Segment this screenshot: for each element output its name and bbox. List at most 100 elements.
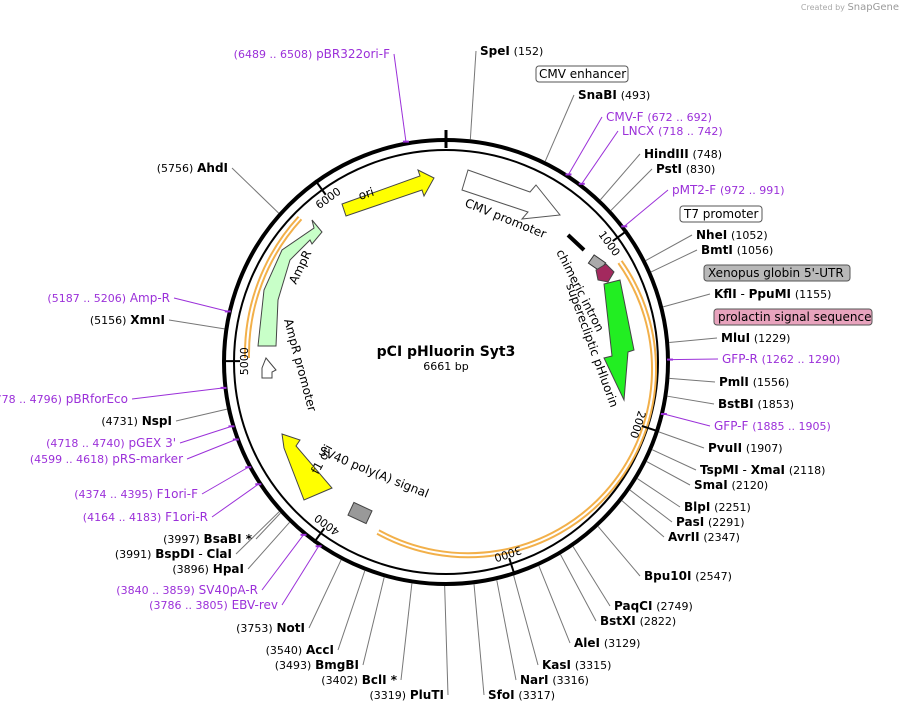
site-left-17[interactable]: (3493) BmgBI [275,658,359,672]
site-name: KflI [714,287,737,301]
site-left-16[interactable]: (3540) AccI [266,643,334,657]
svg-text:NarI (3316): NarI (3316) [520,673,589,687]
site-position: (3991) [115,548,152,561]
site-position: (2251) [714,501,751,514]
site-position: (5756) [157,162,194,175]
site-left-1[interactable]: (5756) AhdI [157,161,228,175]
svg-text:(3840 .. 3859) SV40pA-R: (3840 .. 3859) SV40pA-R [116,583,258,597]
site-right-18[interactable]: BlpI (2251) [684,500,751,514]
site-name: F1ori-R [165,510,208,524]
site-name: CMV-F [606,110,644,124]
primer-left-9[interactable]: (4164 .. 4183) F1ori-R [83,510,208,524]
site-position: (4599 .. 4618) [30,453,109,466]
site-right-4[interactable]: HindIII (748) [644,147,722,161]
primer-left-8[interactable]: (4374 .. 4395) F1ori-F [74,487,198,501]
site-position: (1907) [746,442,783,455]
site-right-27[interactable]: SfoI (3317) [488,688,555,702]
site-right-8[interactable]: BmtI (1056) [701,243,773,257]
site-left-10[interactable]: (3997) BsaBI * [163,532,253,546]
site-name: pRS-marker [112,452,183,466]
primer-left-4[interactable]: (4778 .. 4796) pBRforEco [0,392,128,406]
leader-line [201,466,249,495]
leader-line [650,249,698,273]
site-position: (3317) [518,689,555,702]
site-right-0[interactable]: SpeI (152) [480,44,543,58]
tick-label: 5000 [238,347,251,375]
tick-label: 6000 [313,185,343,212]
site-right-10[interactable]: MluI (1229) [721,331,790,345]
site-right-26[interactable]: NarI (3316) [520,673,589,687]
leader-line [621,500,665,538]
site-right-7[interactable]: NheI (1052) [696,228,768,242]
site-right-16[interactable]: TspMI - XmaI (2118) [700,463,825,477]
label-sv40-polya: SV40 poly(A) signal [317,444,431,501]
leader-line [538,565,571,644]
site-right-9[interactable]: KflI - PpuMI (1155) [714,287,831,301]
site-right-21[interactable]: Bpu10I (2547) [644,569,732,583]
site-name: NotI [277,621,306,635]
site-name: AvrII [668,530,700,544]
site-left-18[interactable]: (3402) BclI * [321,673,397,687]
primer-right-6[interactable]: pMT2-F (972 .. 991) [672,183,785,197]
site-name: LNCX [622,124,654,138]
site-name: Amp-R [130,291,170,305]
site-name: AhdI [197,161,228,175]
primer-right-3[interactable]: LNCX (718 .. 742) [622,124,723,138]
primer-left-13[interactable]: (3840 .. 3859) SV40pA-R [116,583,258,597]
primer-right-14[interactable]: GFP-F (1885 .. 1905) [714,419,831,433]
site-name: BclI * [362,673,398,687]
site-left-19[interactable]: (3319) PluTI [369,688,444,702]
site-left-11[interactable]: (3991) BspDI - ClaI [115,547,232,561]
site-right-22[interactable]: PaqCI (2749) [614,599,693,613]
primer-left-14[interactable]: (3786 .. 3805) EBV-rev [149,598,278,612]
leader-line [600,153,641,201]
site-position: (5156) [90,314,127,327]
site-right-17[interactable]: SmaI (2120) [694,478,768,492]
primer-right-2[interactable]: CMV-F (672 .. 692) [606,110,712,124]
svg-text:GFP-R (1262 .. 1290): GFP-R (1262 .. 1290) [722,352,840,366]
site-position: (3319) [369,689,406,702]
site-right-25[interactable]: KasI (3315) [542,658,611,672]
leader-line [568,116,603,175]
site-name-2: XmaI [751,463,785,477]
leader-line [131,387,224,400]
leader-line [513,575,539,666]
leader-line [669,358,719,361]
site-name-2: PpuMI [749,287,791,301]
site-right-12[interactable]: PmlI (1556) [719,375,789,389]
site-position: (1052) [731,229,768,242]
primer-left-6[interactable]: (4718 .. 4740) pGEX 3' [46,436,176,450]
tick-mark [312,527,326,544]
site-name: PluTI [410,688,444,702]
site-name: SV40pA-R [199,583,258,597]
site-position: (1853) [757,398,794,411]
site-right-23[interactable]: BstXI (2822) [600,614,676,628]
phluorin-arrow [603,279,635,402]
site-left-15[interactable]: (3753) NotI [236,621,305,635]
site-right-15[interactable]: PvuII (1907) [708,441,783,455]
site-left-12[interactable]: (3896) HpaI [172,562,244,576]
svg-text:SfoI (3317): SfoI (3317) [488,688,555,702]
site-left-3[interactable]: (5156) XmnI [90,313,165,327]
svg-text:(3753) NotI: (3753) NotI [236,621,305,635]
svg-text:(6489 .. 6508) pBR322ori-F: (6489 .. 6508) pBR322ori-F [234,47,390,61]
site-position: (3786 .. 3805) [149,599,228,612]
site-right-19[interactable]: PasI (2291) [676,515,745,529]
site-position: (1885 .. 1905) [752,420,831,433]
site-right-13[interactable]: BstBI (1853) [718,397,794,411]
primer-left-0[interactable]: (6489 .. 6508) pBR322ori-F [234,47,390,61]
primer-left-7[interactable]: (4599 .. 4618) pRS-marker [30,452,183,466]
site-position: (2822) [640,615,677,628]
site-right-1[interactable]: SnaBI (493) [578,88,650,102]
primer-right-11[interactable]: GFP-R (1262 .. 1290) [722,352,840,366]
site-right-5[interactable]: PstI (830) [656,162,715,176]
primer-left-2[interactable]: (5187 .. 5206) Amp-R [47,291,170,305]
svg-text:(5156) XmnI: (5156) XmnI [90,313,165,327]
site-right-24[interactable]: AleI (3129) [574,636,640,650]
leader-line [560,554,597,622]
site-right-20[interactable]: AvrII (2347) [668,530,740,544]
site-position: (4164 .. 4183) [83,511,162,524]
site-position: (4718 .. 4740) [46,437,125,450]
site-left-5[interactable]: (4731) NspI [101,414,172,428]
